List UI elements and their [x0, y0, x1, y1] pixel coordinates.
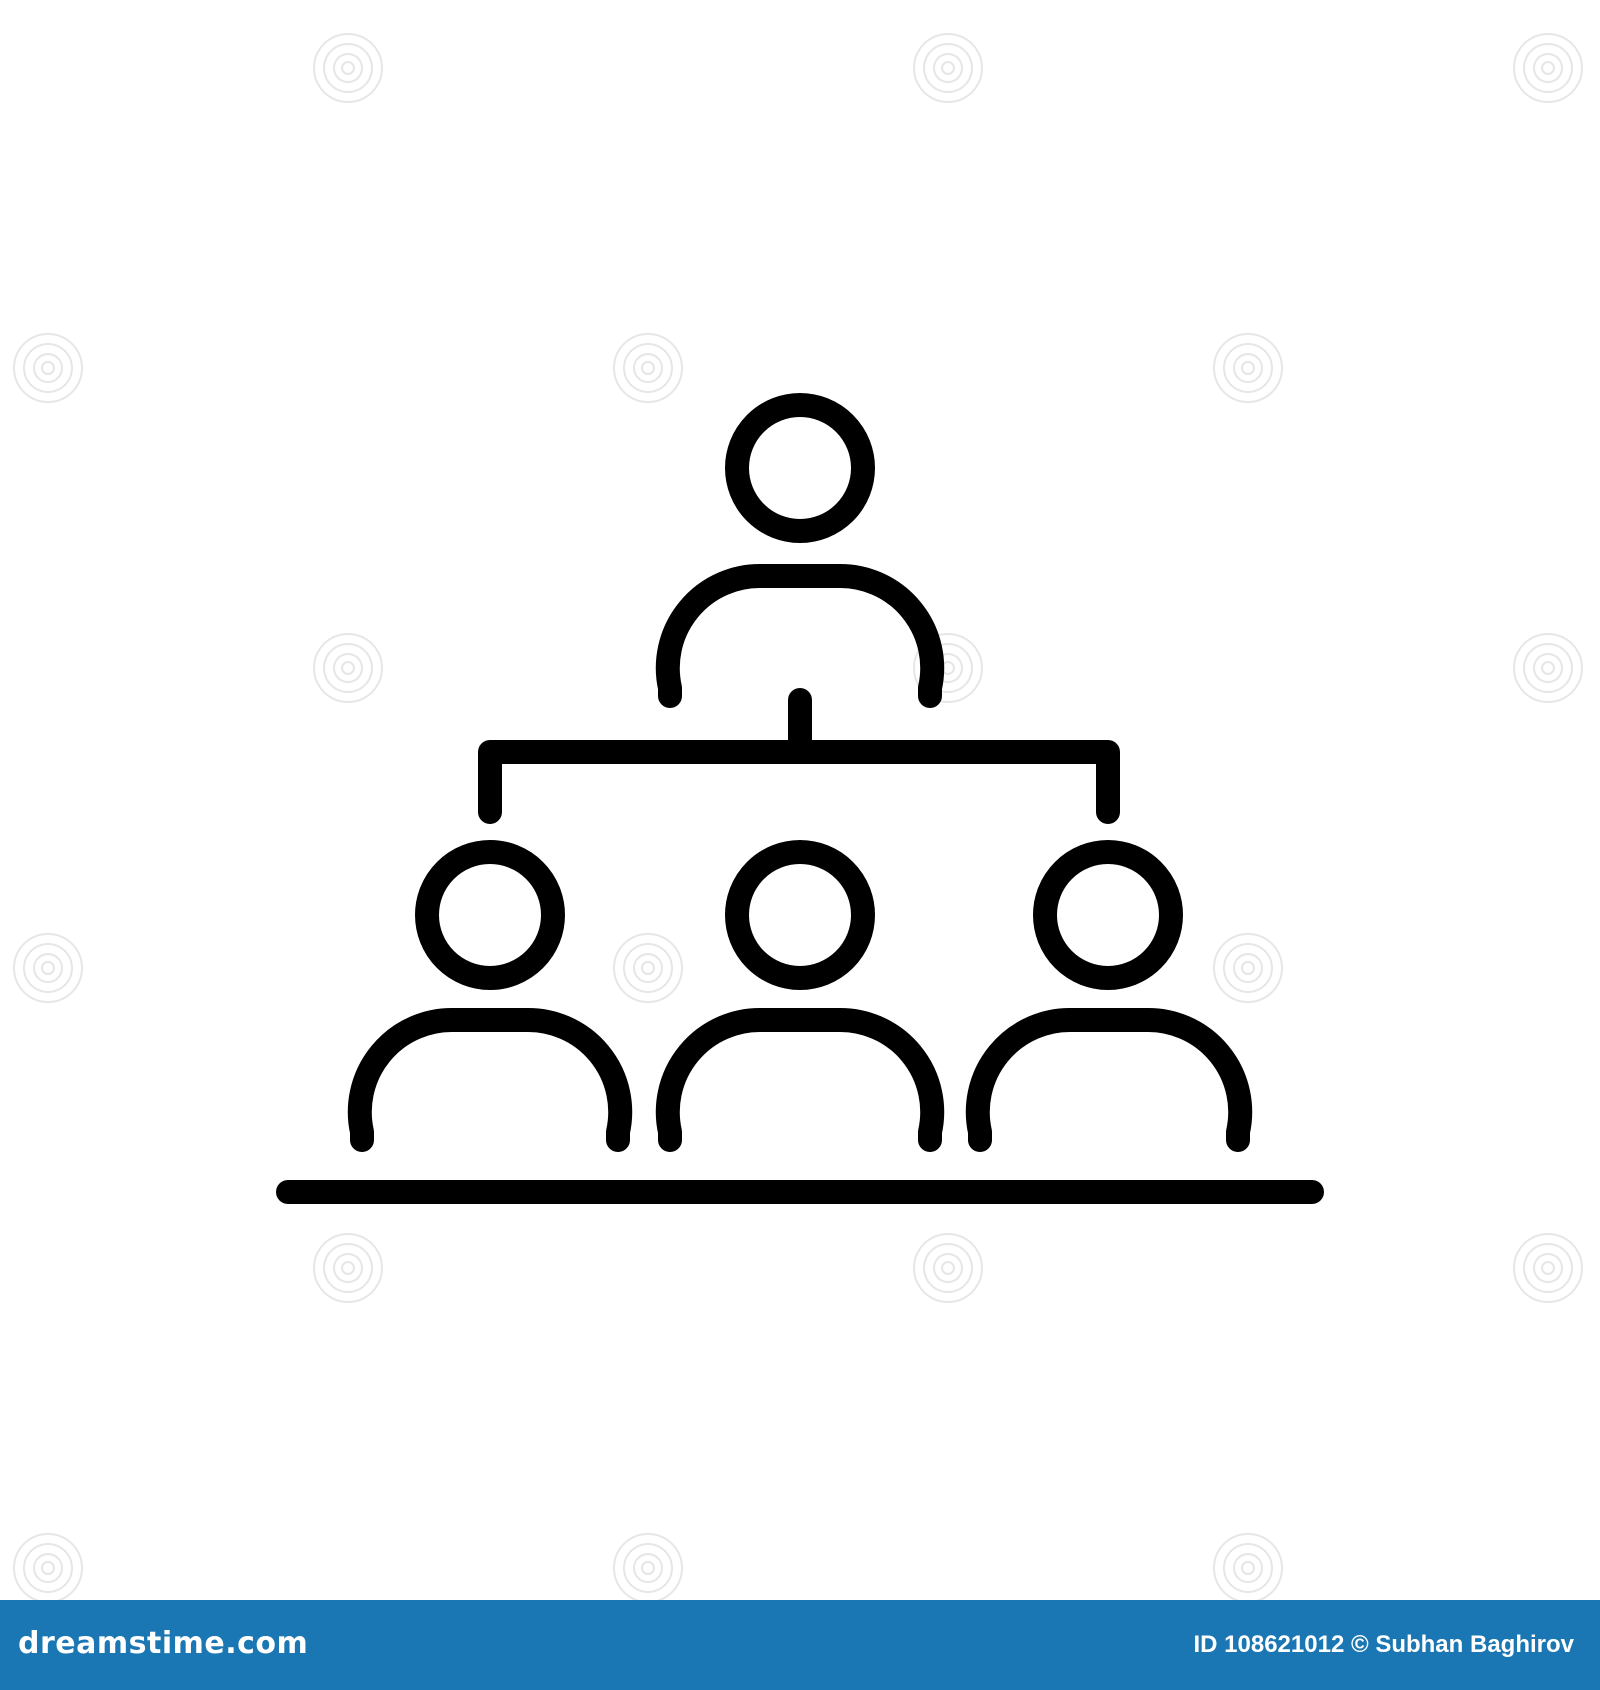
- manager-shoulders: [655, 563, 945, 708]
- manager-person-icon: [655, 393, 945, 708]
- connector-bracket: [478, 740, 1120, 824]
- center-member-head: [725, 840, 875, 990]
- manager-head: [725, 393, 875, 543]
- team-member-right-icon: [965, 840, 1253, 1152]
- center-member-shoulders: [655, 1007, 945, 1152]
- team-member-left-icon: [347, 840, 633, 1152]
- organization-hierarchy-icon: [276, 393, 1324, 1204]
- team-member-center-icon: [655, 840, 945, 1152]
- connector-lines: [478, 688, 1120, 824]
- right-member-head: [1033, 840, 1183, 990]
- left-member-head: [415, 840, 565, 990]
- dreamstime-logo[interactable]: dreamstime.com: [18, 1626, 309, 1661]
- right-member-shoulders: [965, 1007, 1253, 1152]
- left-member-shoulders: [347, 1007, 633, 1152]
- footer-bar: dreamstime.com ID 108621012 © Subhan Bag…: [0, 1600, 1600, 1690]
- image-credit: ID 108621012 © Subhan Baghirov: [1193, 1631, 1575, 1658]
